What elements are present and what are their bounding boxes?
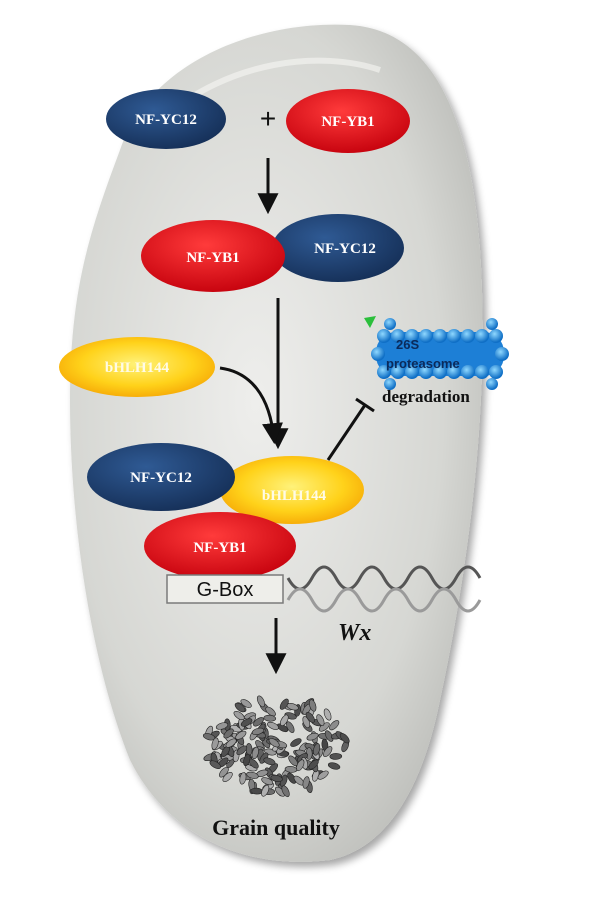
proteasome-26s: 26S proteasome degradation [364,316,509,406]
rice-grain-kernel [265,706,276,717]
rice-grain-kernel [281,785,290,798]
rice-grain-kernel [240,718,253,727]
rice-grain-kernel [233,710,245,721]
nf-yb1-label-top: NF-YB1 [321,114,374,130]
rice-grain-kernel [324,730,334,742]
nf-yb1-label-mid: NF-YB1 [186,250,239,266]
rice-grain-kernel [296,759,305,772]
rice-grain-kernel [323,708,332,721]
rice-grain-kernel [329,720,340,731]
rice-grain-kernel [209,760,222,769]
proteasome-bead-cluster [371,318,509,390]
rice-grain-kernel [270,774,283,782]
rice-grain-kernel [308,759,319,770]
nf-yc12-label-mid: NF-YC12 [314,241,376,257]
ternary-complex: bHLH144 NF-YC12 NF-YB1 [87,443,364,580]
ubiquitin-tag-icon [364,316,376,328]
proteasome-label-26s: 26S [396,337,419,352]
rice-grain-kernel [235,730,247,740]
wx-gene-label: Wx [338,620,371,646]
nf-yc12-label-complex: NF-YC12 [130,470,192,486]
rice-grain-kernel [290,738,302,747]
proteasome-label-name: proteasome [386,356,460,371]
rice-grain-kernel [279,698,289,710]
rice-grain-kernel [317,770,329,780]
arrow-bhlh-binding [219,366,283,445]
rice-grain-kernel [280,714,289,727]
nf-yb1-label-complex: NF-YB1 [193,540,246,556]
rice-grain-kernel [329,753,343,760]
rice-grain-kernel [256,695,266,708]
rice-grain-kernel [309,699,317,712]
rice-grain-kernel [240,699,252,708]
protein-nf-yb1-top: NF-YB1 [286,89,410,153]
rice-grain-kernel [313,743,321,756]
plus-sign: + [260,103,276,134]
rice-grain-kernel [239,772,247,785]
nf-yc12-label-top: NF-YC12 [135,112,197,128]
rice-grain-kernel [251,727,265,736]
rice-grain-kernel [306,732,319,741]
rice-grain-kernel [263,714,277,722]
rice-grain-kernel [246,771,259,779]
rice-grain-kernel [305,711,315,723]
rice-grain-kernel [316,714,325,726]
g-box-element: G-Box [166,574,284,604]
rice-grain-kernel [211,737,219,750]
complex-nf-yb1-nf-yc12: NF-YC12 NF-YB1 [141,214,404,292]
rice-grain-kernel [286,721,295,733]
rice-grain-kernel [223,728,234,739]
rice-grain-kernel [261,777,274,786]
rice-grain-kernel [243,753,251,767]
rice-grain-kernel [263,757,276,766]
rice-grain-kernel [268,738,280,748]
rice-grain-kernel [251,746,259,760]
rice-grain-kernel [302,776,310,789]
inhibition-bar [326,397,375,461]
rice-grain-kernel [253,717,264,727]
rice-grain-kernel [327,762,341,770]
rice-grain-kernel [339,733,350,744]
bhlh144-label-complex: bHLH144 [262,488,327,504]
rice-grain-kernel [236,745,248,756]
rice-grain-pile-icon [202,695,350,798]
protein-bhlh144-free: bHLH144 [59,337,215,397]
rice-grain-kernel [219,766,229,778]
rice-grain-kernel [323,746,333,758]
rice-grain-background [70,24,483,862]
rice-grain-kernel [225,738,237,748]
bhlh144-label-free: bHLH144 [105,360,170,376]
degradation-label: degradation [382,387,470,406]
rice-grain-kernel [261,784,270,797]
rice-grain-kernel [215,722,229,730]
grain-quality-label: Grain quality [212,815,340,840]
rice-grain-kernel [267,721,279,730]
protein-nf-yc12-top: NF-YC12 [106,89,226,149]
g-box-label: G-Box [197,579,254,601]
dna-helix-icon [286,565,482,613]
rice-grain-kernel [234,702,246,713]
